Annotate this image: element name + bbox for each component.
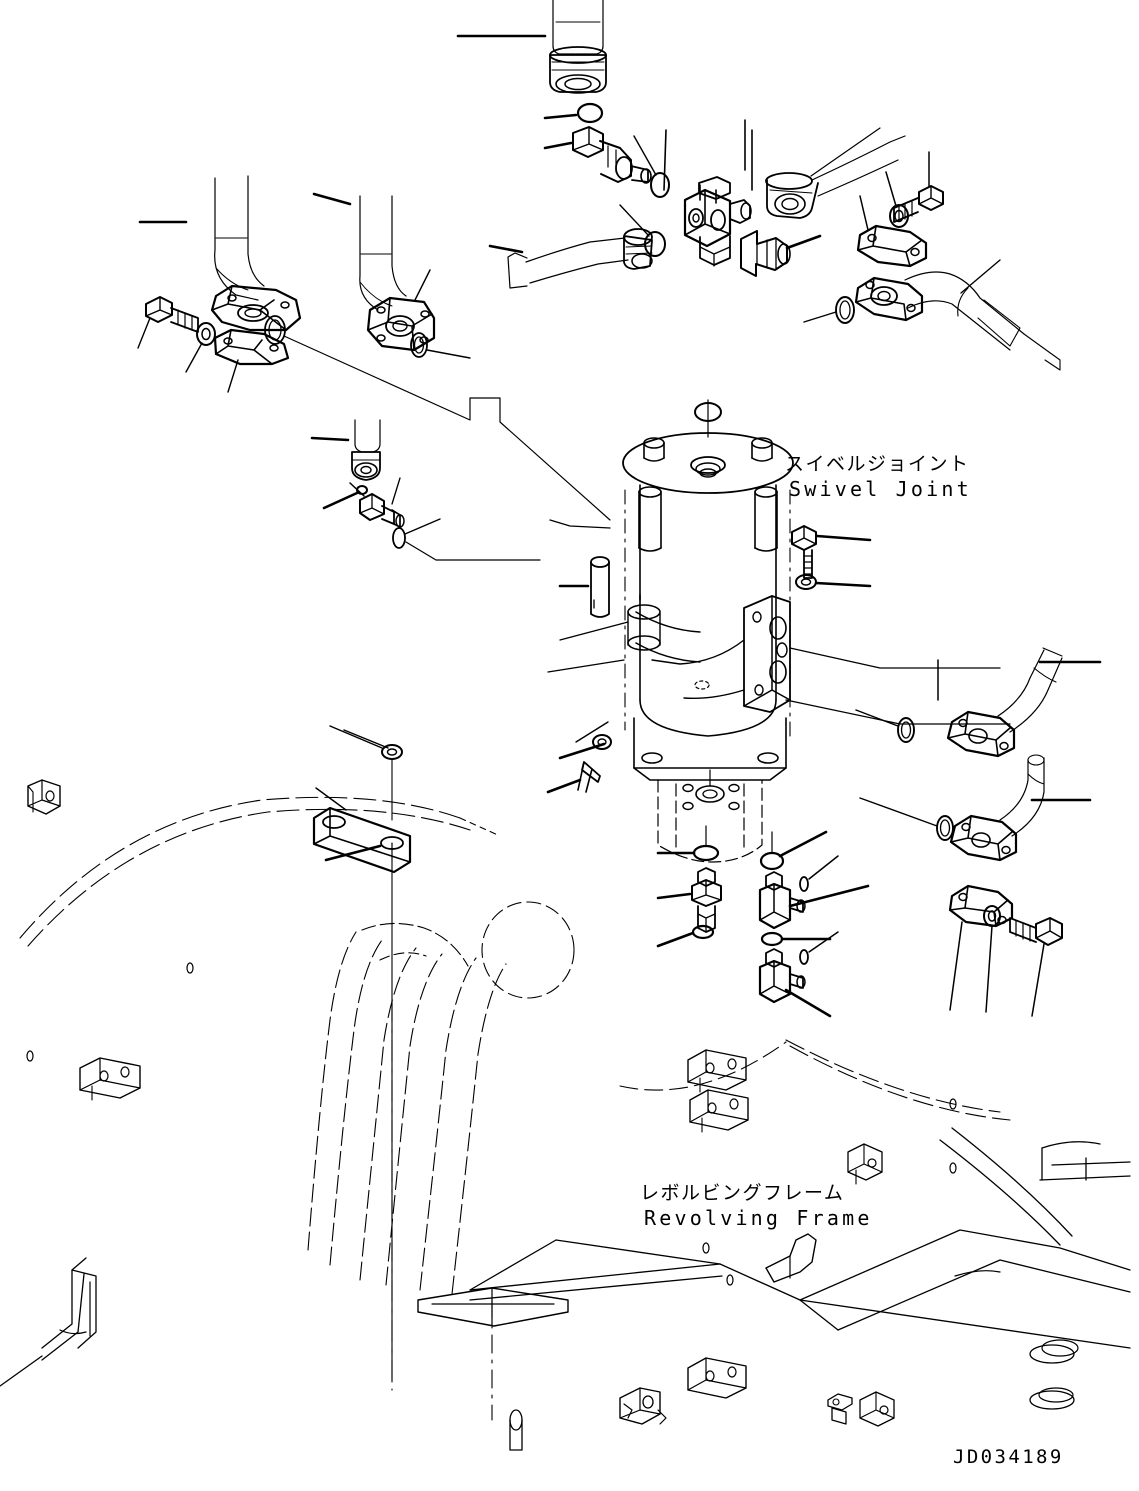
plug-fitting	[740, 230, 822, 277]
drawing-number: JD034189	[953, 1446, 1064, 1468]
o-ring	[650, 172, 670, 198]
elbow-fitting-top	[543, 126, 652, 184]
clevis-pin	[558, 556, 610, 618]
cotter-pin	[546, 761, 601, 794]
revolving-frame-label-en: Revolving Frame	[644, 1206, 873, 1230]
hose-mid-top	[488, 228, 653, 289]
flange-assembly-right-lower	[859, 754, 1092, 1017]
o-ring	[576, 102, 604, 124]
frame-blocks	[26, 779, 957, 1451]
bolt-right-upper	[791, 525, 872, 579]
small-elbow-fitting	[310, 419, 541, 561]
valve-lower-bottom	[758, 931, 839, 1018]
revolving-frame-label-jp: レボルビングフレーム	[640, 1182, 844, 1204]
flange-assembly-left-center	[312, 192, 471, 359]
swivel-joint-body	[622, 399, 794, 863]
label-group: スイベルジョイント Swivel Joint レボルビングフレーム Revolv…	[640, 453, 1064, 1468]
revolving-frame	[0, 796, 1131, 1425]
flange-assembly-right-upper	[803, 151, 1061, 371]
valve-lower-left	[656, 825, 722, 933]
washer	[592, 734, 612, 750]
valve-lower-center	[758, 830, 870, 930]
swivel-joint-label-en: Swivel Joint	[789, 477, 972, 501]
valve-block-upper	[663, 129, 753, 267]
top-hose-assembly	[456, 0, 607, 94]
swivel-joint-label-jp: スイベルジョイント	[785, 453, 970, 475]
flange-assembly-right-mid	[855, 647, 1102, 758]
flange-assembly-left	[137, 175, 302, 393]
hose-upper-right	[744, 119, 906, 219]
